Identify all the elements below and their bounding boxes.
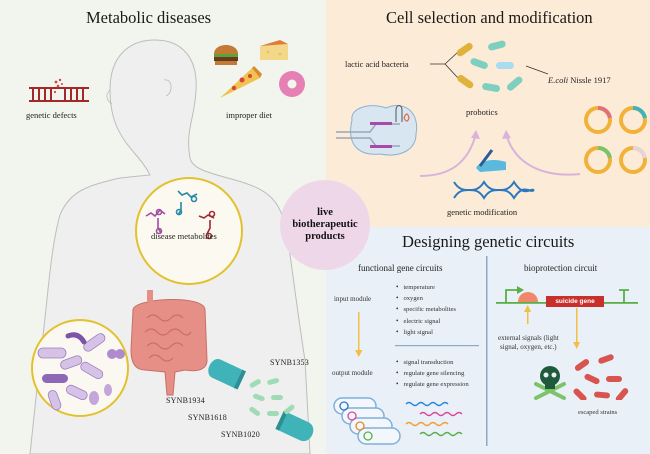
food-icons <box>214 40 305 98</box>
strain-label-synb1934: SYNB1934 <box>166 396 205 405</box>
lactic-acid-bacteria-label: lactic acid bacteria <box>345 59 409 69</box>
genetic-circuits-title: Designing genetic circuits <box>402 232 575 251</box>
strain-label-synb1618: SYNB1618 <box>188 413 227 422</box>
output-functions-list: signal transduction regulate gene silenc… <box>396 357 469 391</box>
output-module-label: output module <box>332 369 373 377</box>
burger-icon <box>214 45 238 65</box>
external-signals-line1: external signals (light <box>498 334 559 342</box>
disease-metabolites-label: disease metabolites <box>151 231 217 241</box>
input-module-label: input module <box>334 295 372 303</box>
bioprotection-circuit-title: bioprotection circuit <box>524 263 598 273</box>
ecoli-italic: E.coli <box>548 75 569 85</box>
capsule-illustration <box>208 358 314 442</box>
input-signals-list: temperature oxygen specific metabolites … <box>396 282 456 338</box>
circuits-divider <box>486 256 488 446</box>
input-signal-item: oxygen <box>396 293 456 304</box>
ecoli-rest: Nissle 1917 <box>568 75 611 85</box>
functional-gene-circuits-title: functional gene circuits <box>358 263 443 273</box>
donut-icon <box>279 71 305 97</box>
input-signal-item: light signal <box>396 327 456 338</box>
genetic-defects-label: genetic defects <box>26 110 77 120</box>
metabolites-circle <box>135 177 243 285</box>
input-signal-item: electric signal <box>396 316 456 327</box>
live-biotherapeutic-products-label: live biotherapeutic products <box>292 206 358 243</box>
external-signals-line2: signal, oxygen, etc.) <box>500 342 557 351</box>
genetic-modification-label: genetic modification <box>447 207 518 217</box>
output-function-item: signal transduction <box>396 357 469 368</box>
pizza-icon <box>220 66 262 98</box>
cheese-icon <box>260 40 288 60</box>
cell-selection-title: Cell selection and modification <box>386 8 593 27</box>
dna-defect-icon <box>29 78 89 102</box>
metabolic-diseases-title: Metabolic diseases <box>86 8 212 27</box>
input-signal-item: specific metabolites <box>396 304 456 315</box>
gut-microbiome-circle <box>31 319 129 417</box>
input-to-output-arrow <box>355 312 363 357</box>
engineered-cells-illustration <box>333 397 463 445</box>
external-signals-label: external signals (light signal, oxygen, … <box>498 334 559 351</box>
output-function-item: regulate gene silencing <box>396 368 469 379</box>
strain-label-synb1020: SYNB1020 <box>221 430 260 439</box>
list-separator <box>395 345 479 347</box>
suicide-gene-box: suicide gene <box>546 296 604 307</box>
escaped-strains-label: escaped strains <box>578 409 618 416</box>
output-function-item: regulate gene expression <box>396 379 468 390</box>
crispr-cell-icon <box>336 105 418 156</box>
probiotic-bacteria-illustration <box>336 40 647 200</box>
probiotics-label: probotics <box>466 107 498 117</box>
ecoli-nissle-label: E.coli Nissle 1917 <box>548 75 611 85</box>
live-biotherapeutic-products-circle: live biotherapeutic products <box>280 180 370 270</box>
intestine-illustration <box>130 290 208 396</box>
input-signal-item: temperature <box>396 282 456 293</box>
improper-diet-label: improper diet <box>226 110 273 120</box>
skull-crossbones-icon <box>534 366 566 400</box>
strain-label-synb1353: SYNB1353 <box>270 358 309 367</box>
bioprotection-circuit-diagram <box>496 286 638 400</box>
metabolic-diseases-panel: Metabolic diseases genetic defects impro… <box>0 0 326 454</box>
